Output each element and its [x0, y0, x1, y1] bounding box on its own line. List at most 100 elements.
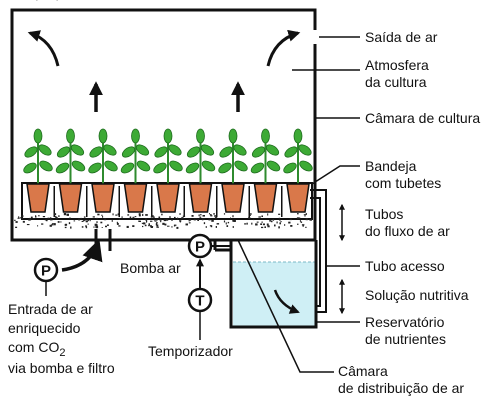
- substrate-dot: [226, 225, 229, 227]
- reservoir-flow-arrow: [273, 289, 300, 314]
- substrate-dot: [300, 221, 303, 223]
- plant-leaf: [185, 162, 200, 174]
- substrate-dot: [132, 216, 135, 218]
- plant-leaf: [196, 128, 205, 144]
- substrate-dot: [261, 215, 263, 217]
- substrate-dot: [142, 213, 144, 216]
- substrate-dot: [179, 220, 181, 223]
- substrate-dot: [81, 226, 84, 228]
- plant-leaf: [265, 144, 280, 156]
- substrate-dot: [116, 221, 118, 224]
- substrate-dot: [216, 223, 220, 225]
- substrate-dot: [118, 217, 120, 220]
- substrate-dot: [189, 218, 192, 221]
- plant-leaf: [250, 162, 265, 174]
- substrate-dot: [87, 219, 89, 221]
- plant-leaf: [251, 146, 266, 158]
- substrate-dot: [111, 220, 113, 222]
- substrate-dot: [117, 213, 120, 216]
- substrate-dot: [298, 217, 301, 220]
- plant-leaf: [38, 144, 52, 156]
- substrate-dot: [264, 226, 266, 228]
- label-bomba-ar: Bomba ar: [120, 260, 181, 276]
- plant-pot: [286, 183, 310, 213]
- substrate-dot: [213, 213, 215, 215]
- substrate-dot: [64, 226, 67, 229]
- substrate-dot: [138, 220, 141, 222]
- plant-leaf: [131, 128, 140, 144]
- substrate-dot: [274, 224, 276, 227]
- substrate-dot: [289, 218, 292, 221]
- substrate-dot: [156, 224, 159, 227]
- label-tubo-acesso: Tubo acesso: [365, 258, 445, 274]
- substrate-dot: [50, 219, 53, 221]
- substrate-dot: [87, 223, 89, 225]
- plant-pot: [253, 183, 278, 213]
- label-camara-cultura: Câmara de cultura: [365, 110, 480, 126]
- substrate-dot: [214, 217, 218, 219]
- substrate-dot: [102, 215, 104, 218]
- label-solucao: Solução nutritiva: [365, 287, 469, 303]
- substrate-dot: [188, 222, 191, 224]
- substrate-dot: [182, 215, 186, 217]
- substrate-dot: [232, 219, 234, 222]
- plant-leaf: [88, 162, 102, 174]
- substrate-dot: [80, 217, 82, 220]
- pump-symbol-air-letter: P: [195, 239, 205, 256]
- substrate-dot: [70, 226, 72, 229]
- plant-seedling: [153, 128, 183, 213]
- substrate-dot: [15, 221, 18, 223]
- label-tubos-2: do fluxo de ar: [365, 223, 450, 239]
- plant-leaf: [121, 146, 136, 158]
- substrate-dot: [156, 222, 158, 224]
- substrate-dot: [103, 218, 107, 221]
- substrate-dot: [152, 216, 155, 218]
- substrate-dot: [272, 218, 275, 221]
- substrate-dot: [15, 226, 18, 228]
- plant-leaf: [66, 128, 75, 144]
- substrate-dot: [142, 225, 144, 228]
- substrate-dot: [60, 221, 62, 223]
- plant-leaf: [219, 146, 233, 158]
- substrate-dot: [58, 215, 60, 217]
- label-reservatorio-2: de nutrientes: [365, 331, 446, 347]
- substrate-dot: [37, 225, 39, 227]
- substrate-dot: [195, 218, 197, 220]
- plant-seedling: [23, 128, 53, 213]
- substrate-dot: [22, 220, 25, 223]
- plant-leaf: [228, 128, 238, 144]
- plant-leaf: [154, 146, 168, 158]
- substrate-dot: [19, 217, 22, 219]
- substrate-layer: [14, 213, 312, 229]
- plant-leaf: [135, 144, 150, 156]
- substrate-dot: [116, 222, 119, 225]
- label-entrada-1: Entrada de ar: [8, 301, 93, 317]
- substrate-dot: [127, 214, 130, 216]
- plant-seedling: [218, 128, 248, 213]
- substrate-dot: [69, 217, 71, 219]
- substrate-dot: [278, 213, 281, 215]
- substrate-dot: [261, 226, 264, 229]
- substrate-dot: [138, 214, 141, 217]
- substrate-dot: [44, 219, 47, 221]
- substrate-dot: [145, 218, 147, 221]
- plant-leaf: [293, 128, 303, 144]
- plant-leaf: [233, 144, 247, 156]
- label-temporizador: Temporizador: [148, 343, 233, 359]
- substrate-dot: [261, 221, 263, 224]
- nutrient-reservoir: [229, 240, 318, 329]
- substrate-dot: [266, 223, 269, 226]
- substrate-dot: [279, 222, 281, 225]
- substrate-dot: [85, 225, 87, 227]
- substrate-dot: [85, 226, 88, 229]
- substrate-dot: [150, 216, 153, 218]
- substrate-dot: [262, 223, 265, 226]
- substrate-dot: [134, 216, 137, 218]
- substrate-dot: [276, 221, 278, 224]
- substrate-dot: [185, 223, 188, 226]
- substrate-dot: [223, 213, 226, 215]
- substrate-dot: [51, 223, 55, 225]
- substrate-dot: [162, 222, 165, 225]
- plant-leaf: [298, 144, 312, 156]
